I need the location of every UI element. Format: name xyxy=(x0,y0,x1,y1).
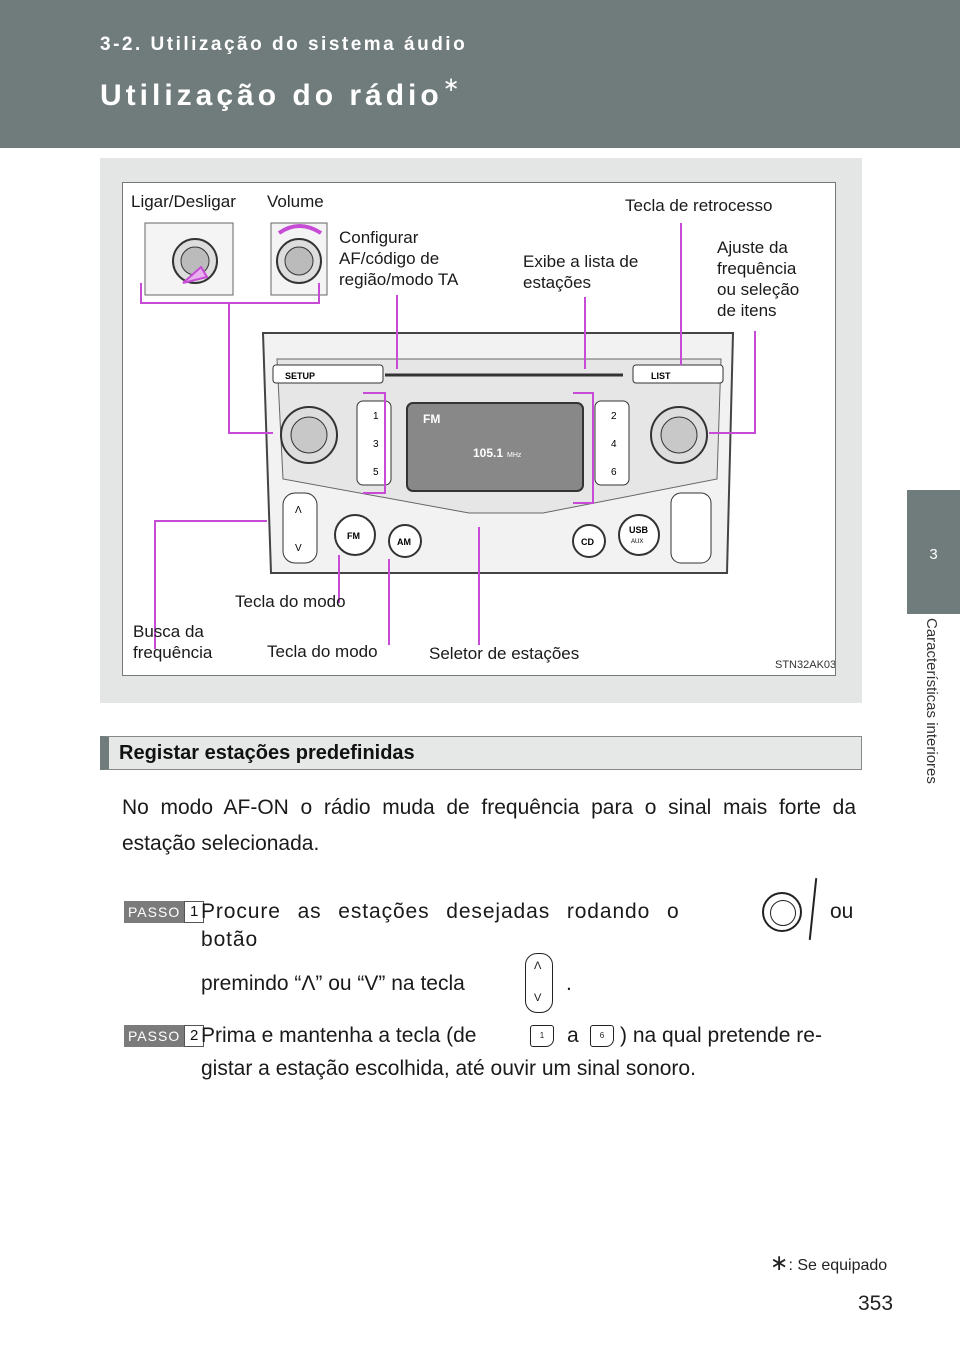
preset-2: 2 xyxy=(611,411,617,422)
seek-up-down-icon: Λ V xyxy=(525,953,553,1013)
step-2-text-b: a xyxy=(567,1024,579,1047)
step-1-tag: PASSO xyxy=(124,901,185,923)
setup-label: SETUP xyxy=(285,371,315,381)
label-setup: Configurar AF/código de região/modo TA xyxy=(339,227,458,290)
intro-paragraph: No modo AF-ON o rádio muda de frequência… xyxy=(122,796,856,855)
label-seek-line2: frequência xyxy=(133,643,213,662)
preset-5: 5 xyxy=(373,467,379,478)
label-tune-line1: Ajuste da xyxy=(717,238,788,257)
chapter-label: Características interiores xyxy=(923,618,940,784)
figure-code: STN32AK03 xyxy=(775,659,836,671)
step-2-text-d: gistar a estação escolhida, até ouvir um… xyxy=(201,1057,696,1080)
preset-6: 6 xyxy=(611,467,617,478)
label-tune: Ajuste da frequência ou seleção de itens xyxy=(717,237,799,321)
page-title-text: Utilização do rádio xyxy=(100,79,443,112)
preset-1: 1 xyxy=(373,411,379,422)
section-heading: Registar estações predefinidas xyxy=(100,736,862,770)
step-1-number: 1 xyxy=(184,901,205,923)
footnote: ∗: Se equipado xyxy=(770,1250,887,1276)
display-band: FM xyxy=(423,412,440,426)
step-1-text-b: ou xyxy=(830,900,854,923)
step-1-text-c: premindo “Λ” ou “V” na tecla xyxy=(201,972,465,995)
label-mode-am: Tecla do modo xyxy=(267,642,378,661)
label-volume: Volume xyxy=(267,192,324,211)
page-number: 353 xyxy=(858,1292,894,1315)
svg-text:V: V xyxy=(295,543,302,554)
footnote-text: : Se equipado xyxy=(788,1257,888,1274)
step-2-tag: PASSO xyxy=(124,1025,185,1047)
power-knob-detail xyxy=(144,222,234,296)
preset-key-1-icon: 1 xyxy=(530,1025,554,1047)
radio-diagram: SETUP LIST 1 3 5 2 4 6 FM 105.1 MHz Λ V … xyxy=(140,222,756,649)
label-list-line1: Exibe a lista de xyxy=(523,252,639,271)
display-unit: MHz xyxy=(507,452,522,459)
step-2-number: 2 xyxy=(184,1025,205,1047)
label-tune-line3: ou seleção xyxy=(717,280,800,299)
label-power: Ligar/Desligar xyxy=(131,192,236,211)
list-label: LIST xyxy=(651,371,671,381)
chapter-number: 3 xyxy=(929,546,938,563)
step-2-text-a: Prima e mantenha a tecla (de xyxy=(201,1024,477,1047)
seek-up-icon: Λ xyxy=(534,960,542,972)
label-seek-line1: Busca da xyxy=(133,622,204,641)
preset-3: 3 xyxy=(373,439,379,450)
usb-button-label: USB xyxy=(629,525,649,535)
preset-key-6-icon: 6 xyxy=(590,1025,614,1047)
page-title: Utilização do rádio∗ xyxy=(100,72,459,113)
fm-button-label: FM xyxy=(347,531,360,541)
label-setup-line1: Configurar xyxy=(339,228,419,247)
aux-button-label: AUX xyxy=(631,539,643,545)
label-setup-line2: AF/código de xyxy=(339,249,440,268)
display-frequency: 105.1 xyxy=(473,446,503,460)
am-button-label: AM xyxy=(397,537,411,547)
knob-edge-line xyxy=(808,878,817,940)
title-footnote-mark: ∗ xyxy=(442,74,460,96)
callout-lines xyxy=(140,223,756,649)
label-mode-fm: Tecla do modo xyxy=(235,592,346,611)
label-tune-line2: frequência xyxy=(717,259,797,278)
label-back: Tecla de retrocesso xyxy=(625,196,773,215)
radio-figure: SETUP LIST 1 3 5 2 4 6 FM 105.1 MHz Λ V … xyxy=(122,182,836,676)
preset-4: 4 xyxy=(611,439,617,450)
chapter-tab: 3 xyxy=(907,490,960,614)
step-2-text-c: ) na qual pretende re- xyxy=(620,1024,822,1047)
radio-faceplate: SETUP LIST 1 3 5 2 4 6 FM 105.1 MHz Λ V … xyxy=(261,332,735,574)
label-list-line2: estações xyxy=(523,273,592,292)
section-heading-text: Registar estações predefinidas xyxy=(119,742,415,764)
label-tune-line4: de itens xyxy=(717,301,777,320)
section-number: 3-2. Utilização do sistema áudio xyxy=(100,34,468,55)
rotary-knob-icon xyxy=(762,892,802,932)
label-setup-line3: região/modo TA xyxy=(339,270,459,289)
volume-knob-detail xyxy=(270,222,328,296)
page-header: 3-2. Utilização do sistema áudio Utiliza… xyxy=(0,0,960,148)
step-1-text-a: Procure as estações desejadas rodando o … xyxy=(201,900,680,951)
label-seek: Busca da frequência xyxy=(133,621,212,663)
svg-text:Λ: Λ xyxy=(295,505,302,516)
footnote-mark: ∗ xyxy=(770,1250,789,1275)
cd-button-label: CD xyxy=(581,537,594,547)
step-1-text-d: . xyxy=(566,972,572,995)
label-selector: Seletor de estações xyxy=(429,644,580,663)
seek-down-icon: V xyxy=(534,992,542,1004)
label-list: Exibe a lista de estações xyxy=(523,251,638,293)
